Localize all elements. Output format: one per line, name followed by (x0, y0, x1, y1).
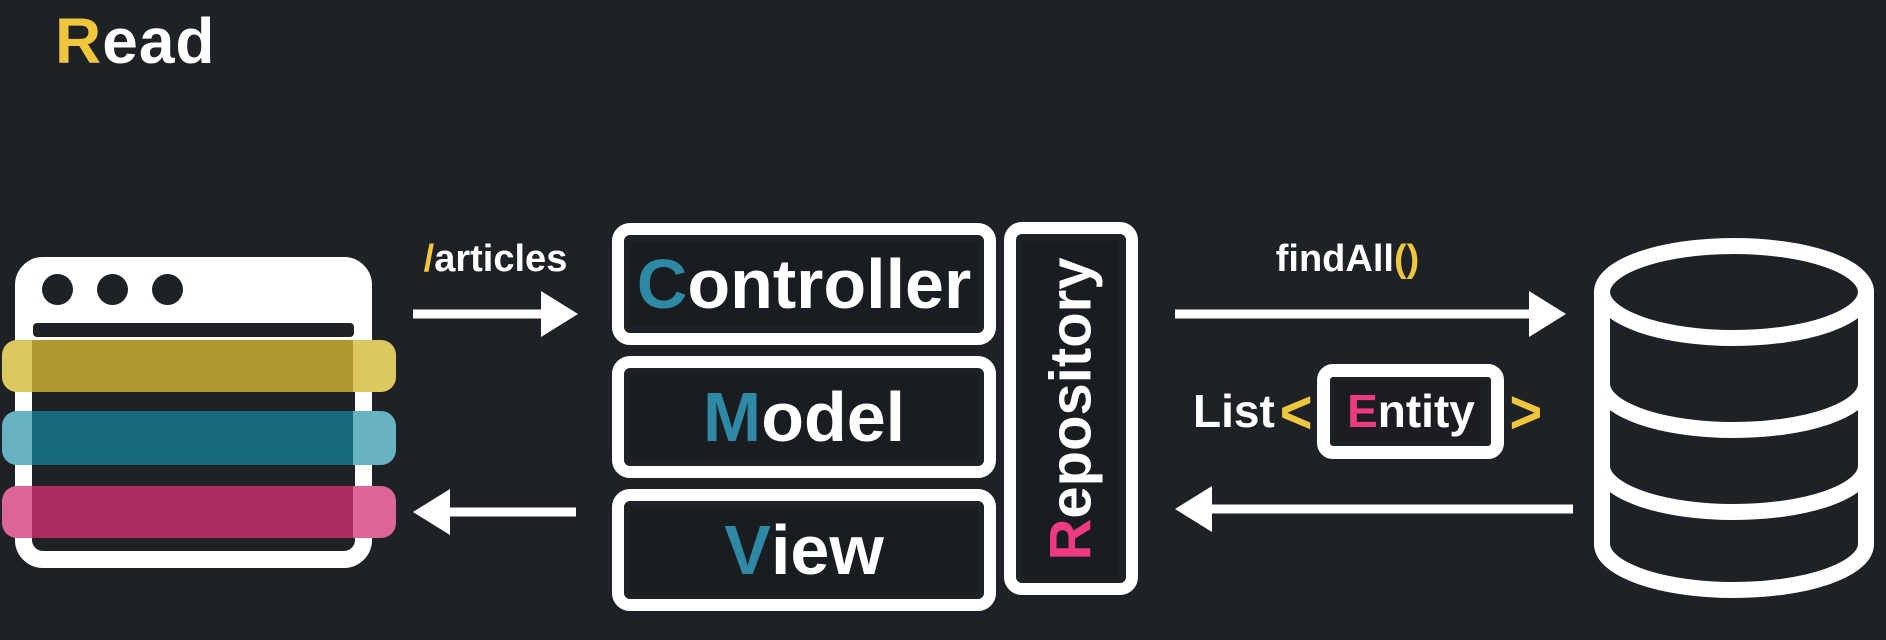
browser-dot-icon (97, 274, 128, 305)
browser-dot-icon (152, 274, 183, 305)
browser-dot-icon (42, 274, 73, 305)
response-list-word: List (1193, 385, 1275, 437)
query-label: findAll() (1275, 238, 1420, 280)
open-angle-bracket: < (1279, 376, 1313, 446)
content-bar-teal (2, 411, 396, 465)
title-rest: ead (102, 5, 216, 77)
database-icon (1594, 238, 1874, 598)
request-label: /articles (423, 238, 568, 280)
content-bar-pink (2, 486, 396, 538)
repository-box: Repository (1004, 222, 1138, 595)
browser-address-bar (33, 323, 354, 337)
content-bar-yellow (2, 340, 396, 392)
close-angle-bracket: > (1509, 376, 1543, 446)
browser-titlebar (32, 274, 355, 340)
repository-label: Repository (1038, 257, 1104, 560)
browser-traffic-dots (42, 274, 183, 305)
page-title: Read (55, 4, 216, 78)
response-arrow-icon (1175, 485, 1573, 533)
query-arrow-icon (1175, 290, 1566, 338)
request-arrow-icon (413, 290, 578, 338)
title-accent-letter: R (55, 5, 103, 77)
render-arrow-icon (413, 488, 576, 536)
